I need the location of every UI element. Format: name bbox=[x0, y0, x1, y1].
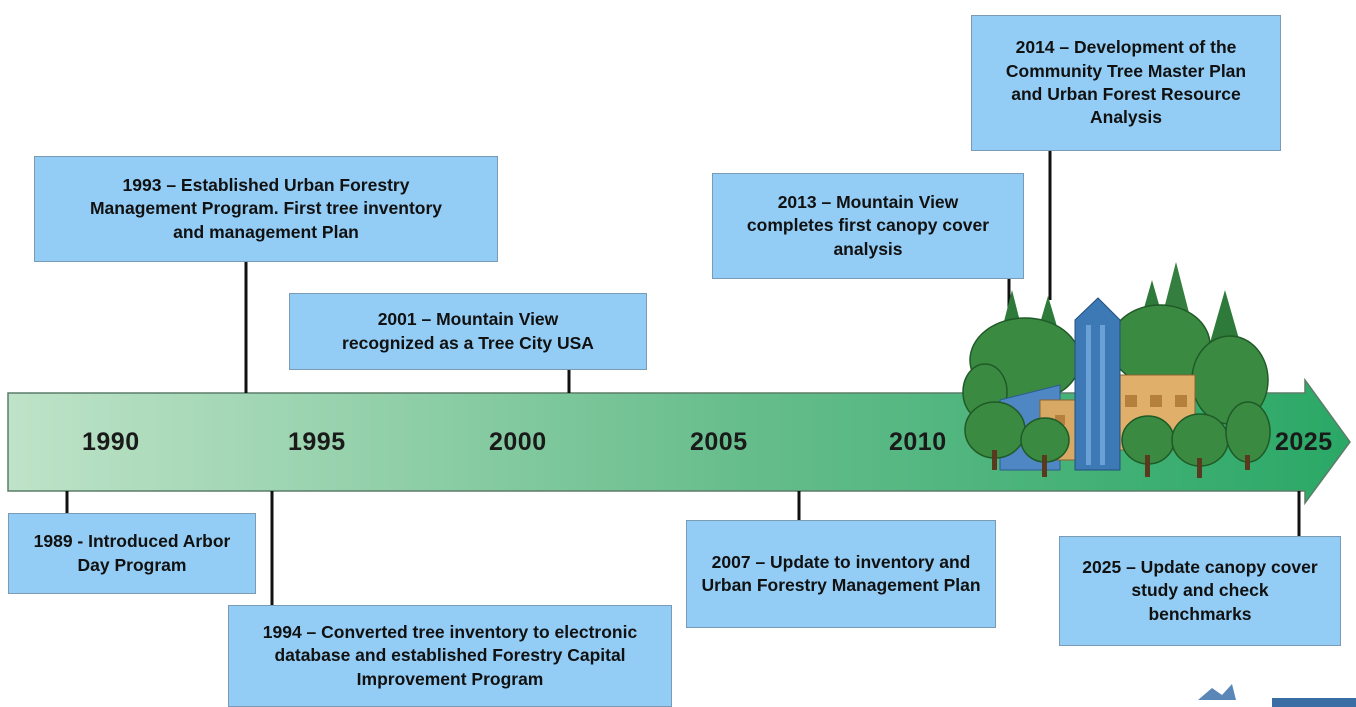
event-box-2014: 2014 – Development of the Community Tree… bbox=[971, 15, 1281, 151]
event-text-1994: 1994 – Converted tree inventory to elect… bbox=[262, 622, 638, 689]
event-text-2001: 2001 – Mountain View recognized as a Tre… bbox=[342, 309, 594, 353]
event-text-2014: 2014 – Development of the Community Tree… bbox=[1005, 37, 1247, 128]
event-box-2013: 2013 – Mountain View completes first can… bbox=[712, 173, 1024, 279]
event-text-1989: 1989 - Introduced Arbor Day Program bbox=[33, 531, 231, 575]
year-label-2005: 2005 bbox=[690, 428, 748, 456]
year-label-1995: 1995 bbox=[288, 428, 346, 456]
city-trees-icon bbox=[962, 262, 1271, 478]
year-label-1990: 1990 bbox=[82, 428, 140, 456]
event-text-2025: 2025 – Update canopy cover study and che… bbox=[1082, 557, 1318, 624]
event-text-1993: 1993 – Established Urban Forestry Manage… bbox=[89, 175, 443, 242]
event-box-1993: 1993 – Established Urban Forestry Manage… bbox=[34, 156, 498, 262]
year-label-2025: 2025 bbox=[1275, 428, 1333, 456]
event-text-2007: 2007 – Update to inventory and Urban For… bbox=[701, 551, 981, 595]
event-box-1994: 1994 – Converted tree inventory to elect… bbox=[228, 605, 672, 707]
connector-lines bbox=[65, 151, 1301, 606]
event-box-2025: 2025 – Update canopy cover study and che… bbox=[1059, 536, 1341, 646]
event-text-2013: 2013 – Mountain View completes first can… bbox=[746, 192, 990, 259]
year-label-2010: 2010 bbox=[889, 428, 947, 456]
year-label-2000: 2000 bbox=[489, 428, 547, 456]
bird-logo-icon bbox=[1198, 684, 1356, 707]
event-box-2001: 2001 – Mountain View recognized as a Tre… bbox=[289, 293, 647, 370]
event-box-2007: 2007 – Update to inventory and Urban For… bbox=[686, 520, 996, 628]
event-box-1989: 1989 - Introduced Arbor Day Program bbox=[8, 513, 256, 594]
